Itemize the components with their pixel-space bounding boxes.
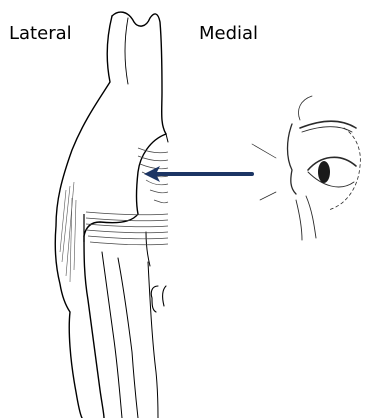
- medial-label: Medial: [199, 25, 258, 43]
- eye-sketch: [252, 96, 360, 240]
- view-direction-arrow: [144, 166, 252, 182]
- upper-process: [112, 12, 166, 134]
- lateral-shading: [60, 182, 76, 282]
- lateral-label: Lateral: [9, 25, 72, 43]
- joint-hatching: [84, 148, 168, 245]
